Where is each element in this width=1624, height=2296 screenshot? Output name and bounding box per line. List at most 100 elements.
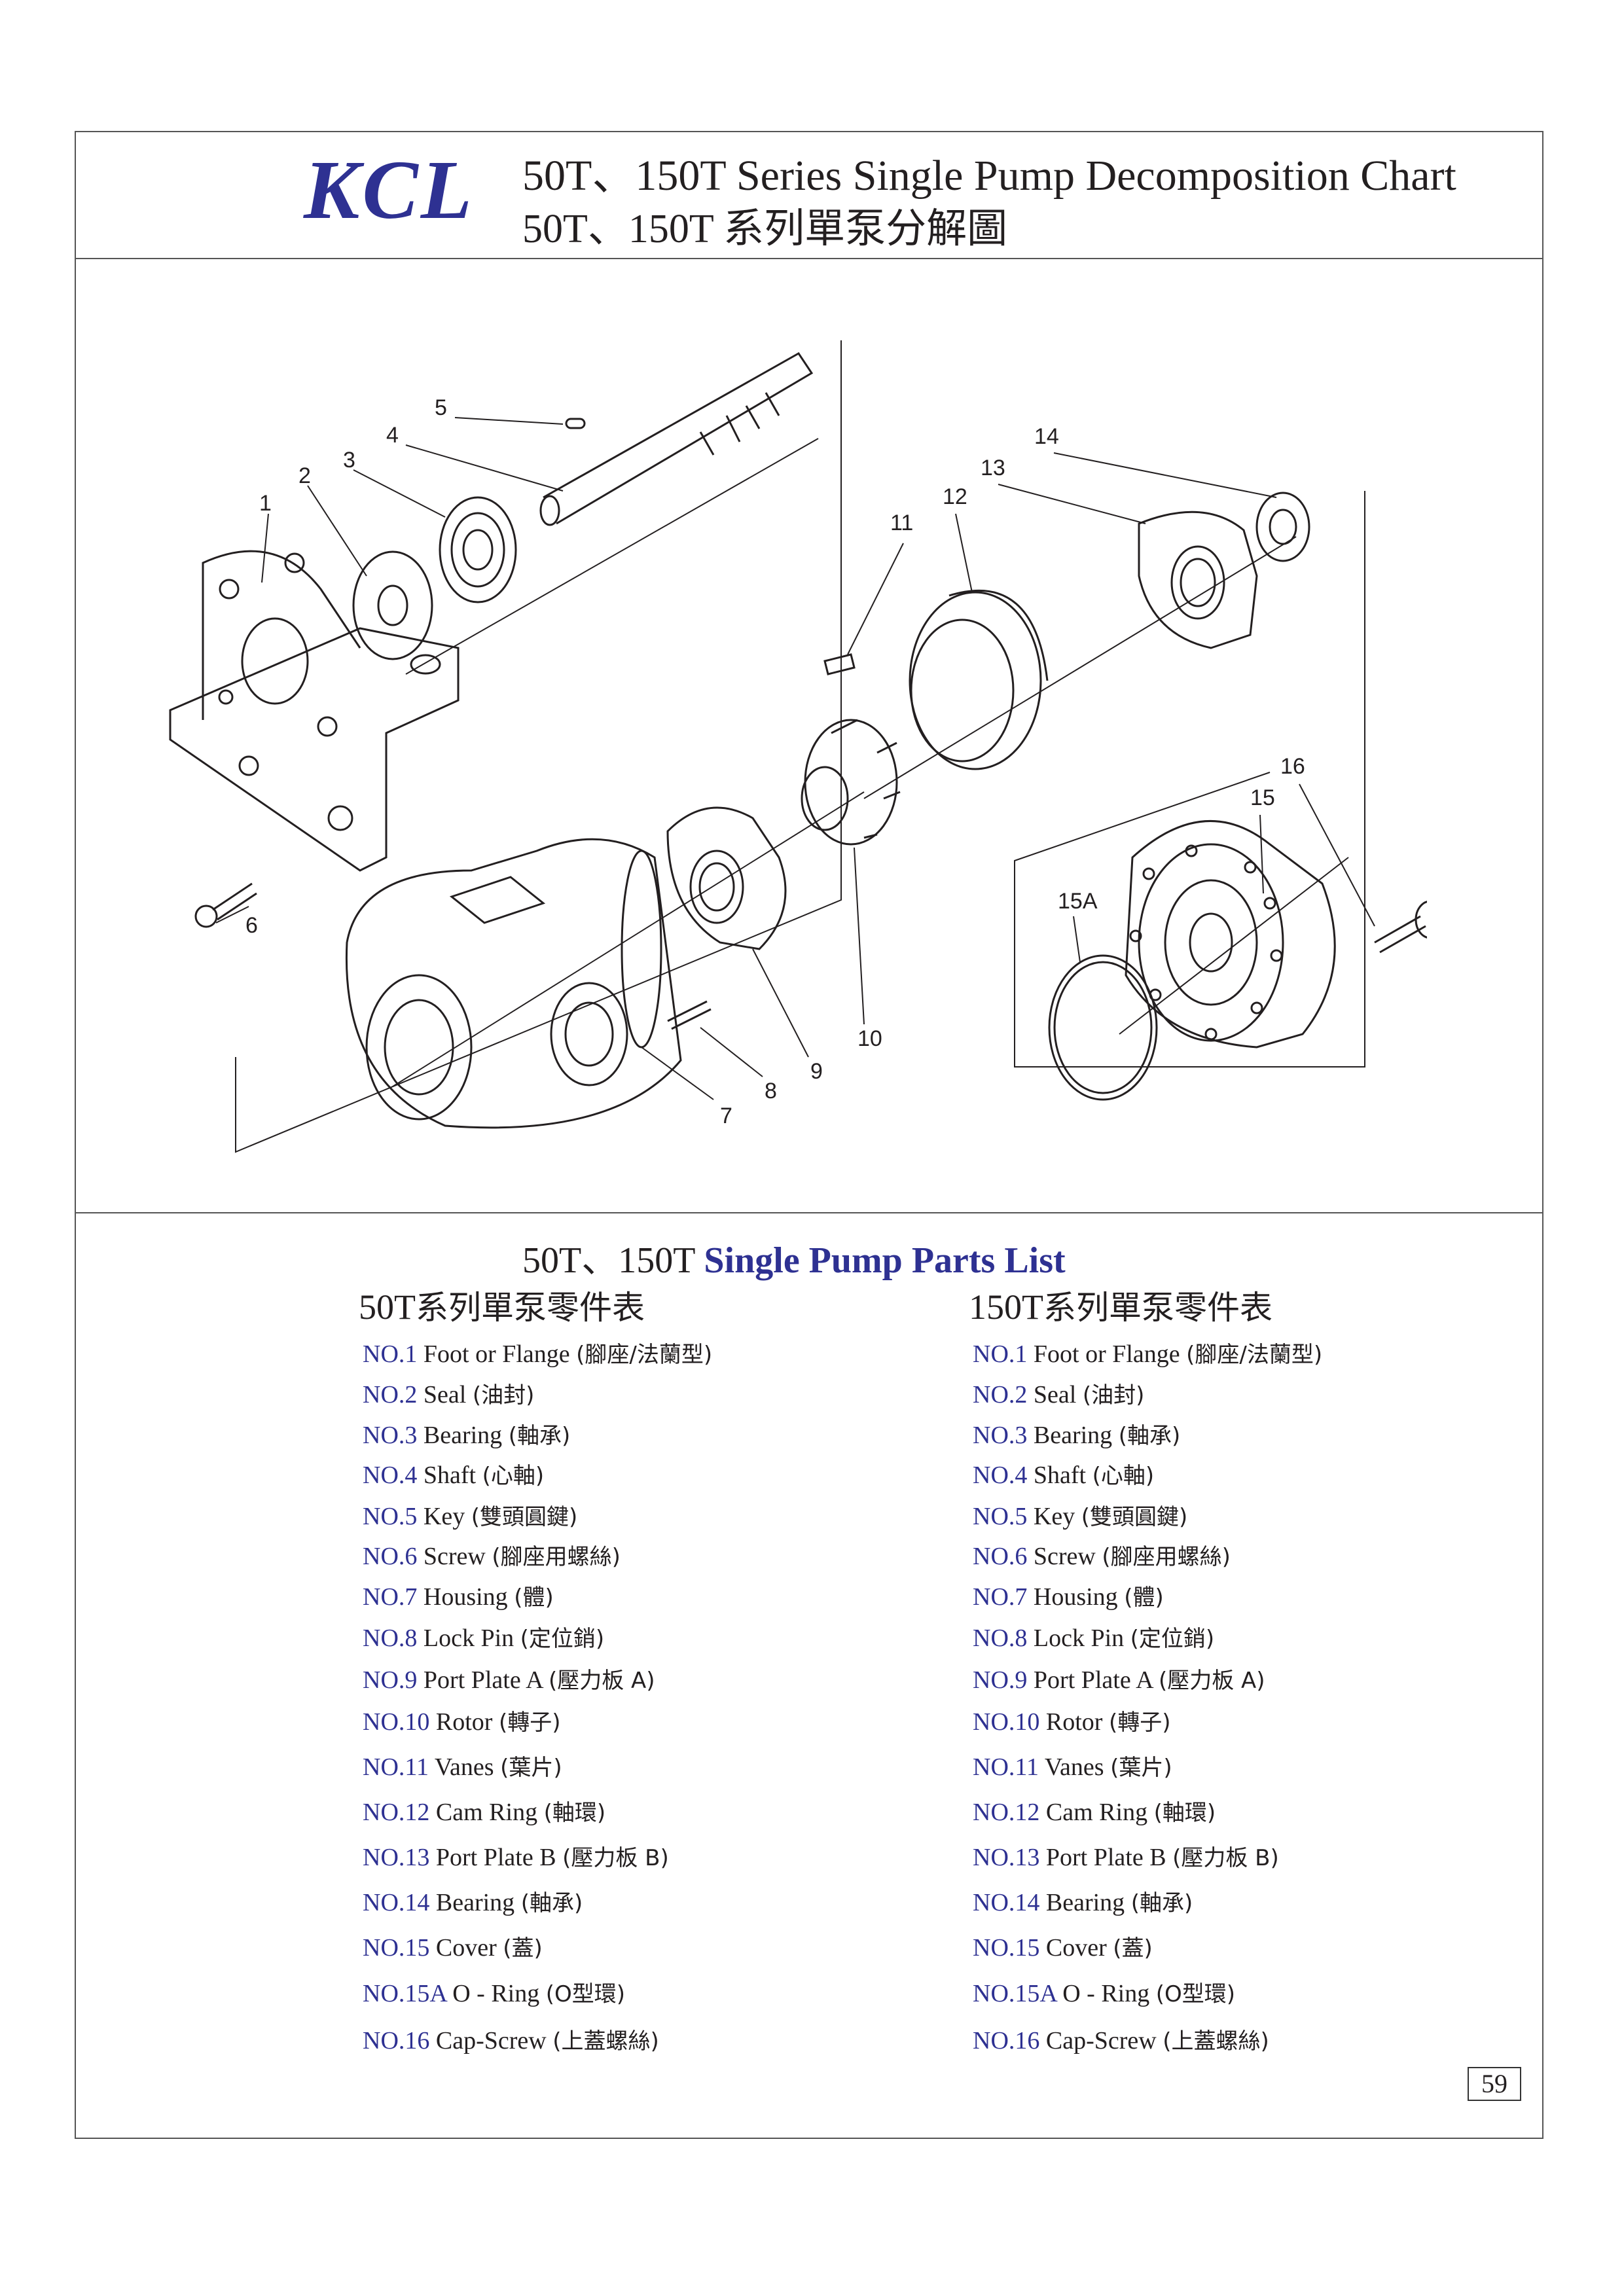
- callout-5: 5: [435, 395, 447, 420]
- parts-row: NO.13 Port Plate B (壓力板 B): [363, 1845, 669, 1870]
- callout-8: 8: [765, 1079, 777, 1103]
- callout-15: 15: [1250, 785, 1275, 810]
- part-name: Port Plate A: [1033, 1666, 1153, 1694]
- part-lock-pin: [667, 1000, 712, 1030]
- callout-12: 12: [943, 484, 967, 509]
- parts-row: NO.15 Cover (蓋): [973, 1935, 1153, 1960]
- part-number: NO.16: [363, 2027, 430, 2054]
- part-number: NO.5: [363, 1503, 418, 1530]
- title-chinese: 50T、150T 系列單泵分解圖: [522, 208, 1007, 250]
- page-number: 59: [1468, 2067, 1521, 2101]
- part-number: NO.5: [973, 1503, 1028, 1530]
- part-name: Port Plate A: [423, 1666, 543, 1694]
- page-frame: [75, 131, 1543, 2139]
- part-name-zh: (心軸): [482, 1463, 545, 1489]
- part-name: Lock Pin: [423, 1624, 514, 1652]
- kcl-logo: KCL: [304, 143, 475, 236]
- part-cam-ring: [909, 589, 1049, 770]
- title-english: 50T、150T Series Single Pump Decompositio…: [522, 152, 1456, 200]
- part-cap-screw: [1374, 901, 1427, 954]
- part-name: Port Plate B: [435, 1844, 556, 1871]
- part-name: Seal: [423, 1381, 467, 1408]
- part-name-zh: (油封): [1082, 1382, 1145, 1408]
- assembly-plane-lines: [235, 340, 1365, 1153]
- part-name-zh: (定位銷): [1130, 1626, 1215, 1652]
- parts-row: NO.7 Housing (體): [363, 1585, 554, 1609]
- part-name-zh: (定位銷): [520, 1626, 605, 1652]
- part-number: NO.12: [363, 1799, 430, 1826]
- parts-row: NO.14 Bearing (軸承): [363, 1890, 583, 1915]
- part-number: NO.16: [973, 2027, 1040, 2054]
- part-number: NO.3: [363, 1422, 418, 1449]
- parts-list-title-150t: 150T系列單泵零件表: [969, 1289, 1272, 1335]
- part-bearing-front: [439, 496, 517, 603]
- part-name-zh: (葉片): [500, 1755, 562, 1781]
- part-name: Cam Ring: [435, 1799, 538, 1826]
- pump-exploded-diagram: 1 2 3 4 5 6 7 8 9 10 11 12 13 14 15 15A …: [169, 340, 1427, 1153]
- part-name: Shaft: [1033, 1462, 1087, 1489]
- diagram-divider: [75, 1212, 1543, 1213]
- parts-row: NO.16 Cap-Screw (上蓋螺絲): [973, 2028, 1269, 2053]
- parts-row: NO.12 Cam Ring (軸環): [363, 1800, 605, 1825]
- title-chinese-main: 系列單泵分解圖: [723, 204, 1008, 252]
- part-name-zh: (油封): [472, 1382, 535, 1408]
- part-name: Vanes: [434, 1753, 494, 1781]
- part-number: NO.9: [973, 1666, 1028, 1694]
- list-title-zh: 系列單泵零件表: [1043, 1289, 1272, 1327]
- part-number: NO.2: [973, 1381, 1028, 1408]
- part-name-zh: (軸承): [520, 1890, 583, 1916]
- part-name-zh: (軸承): [508, 1423, 571, 1449]
- parts-row: NO.13 Port Plate B (壓力板 B): [973, 1845, 1279, 1870]
- part-name-zh: (腳座/法蘭型): [1186, 1342, 1323, 1368]
- parts-row: NO.6 Screw (腳座用螺絲): [363, 1544, 621, 1569]
- part-name-zh: (軸環): [543, 1800, 606, 1826]
- part-name-zh: (O型環): [1155, 1981, 1236, 2007]
- part-name-zh: (軸承): [1130, 1890, 1193, 1916]
- part-number: NO.8: [363, 1624, 418, 1652]
- part-name-zh: (心軸): [1092, 1463, 1155, 1489]
- part-name-zh: (腳座/法蘭型): [576, 1342, 713, 1368]
- part-name: Bearing: [1033, 1422, 1113, 1449]
- part-number: NO.13: [973, 1844, 1040, 1871]
- callout-labels: 1 2 3 4 5 6 7 8 9 10 11 12 13 14 15 15A …: [245, 395, 1305, 1128]
- parts-list-title-50t: 50T系列單泵零件表: [359, 1289, 645, 1335]
- part-number: NO.7: [973, 1583, 1028, 1611]
- parts-row: NO.1 Foot or Flange (腳座/法蘭型): [973, 1342, 1322, 1367]
- part-name: Cap-Screw: [435, 2027, 547, 2054]
- part-number: NO.10: [363, 1708, 430, 1736]
- callout-2: 2: [298, 463, 311, 488]
- part-name: Cover: [1045, 1934, 1107, 1962]
- part-name-zh: (壓力板 B): [1172, 1845, 1279, 1871]
- parts-row: NO.3 Bearing (軸承): [363, 1423, 570, 1448]
- part-port-plate-b: [1138, 511, 1258, 649]
- callout-14: 14: [1034, 424, 1059, 449]
- part-vane: [823, 653, 856, 675]
- parts-row: NO.8 Lock Pin (定位銷): [973, 1626, 1214, 1651]
- part-name-zh: (上蓋螺絲): [1163, 2028, 1269, 2054]
- parts-row: NO.10 Rotor (轉子): [973, 1710, 1170, 1734]
- part-name: Cover: [435, 1934, 497, 1962]
- parts-row: NO.3 Bearing (軸承): [973, 1423, 1180, 1448]
- part-name: Lock Pin: [1033, 1624, 1125, 1652]
- part-name: Bearing: [423, 1422, 503, 1449]
- part-name-zh: (蓋): [1113, 1935, 1153, 1962]
- part-name: Seal: [1033, 1381, 1077, 1408]
- part-name: Shaft: [423, 1462, 477, 1489]
- part-number: NO.1: [973, 1340, 1028, 1368]
- part-housing: [345, 838, 682, 1129]
- part-name-zh: (上蓋螺絲): [552, 2028, 659, 2054]
- part-number: NO.15: [363, 1934, 430, 1962]
- part-o-ring: [1048, 954, 1158, 1101]
- callout-7: 7: [720, 1103, 732, 1128]
- part-name-zh: (壓力板 B): [562, 1845, 669, 1871]
- part-name-zh: (葉片): [1110, 1755, 1172, 1781]
- part-number: NO.13: [363, 1844, 430, 1871]
- parts-list-50t: 50T系列單泵零件表 NO.1 Foot or Flange (腳座/法蘭型)N…: [359, 1289, 712, 2053]
- part-shaft: [539, 352, 814, 526]
- part-name: O - Ring: [1062, 1980, 1150, 2007]
- part-number: NO.15A: [973, 1980, 1056, 2007]
- part-number: NO.14: [973, 1889, 1040, 1916]
- part-seal: [352, 550, 433, 660]
- parts-row: NO.2 Seal (油封): [363, 1382, 534, 1407]
- part-number: NO.3: [973, 1422, 1028, 1449]
